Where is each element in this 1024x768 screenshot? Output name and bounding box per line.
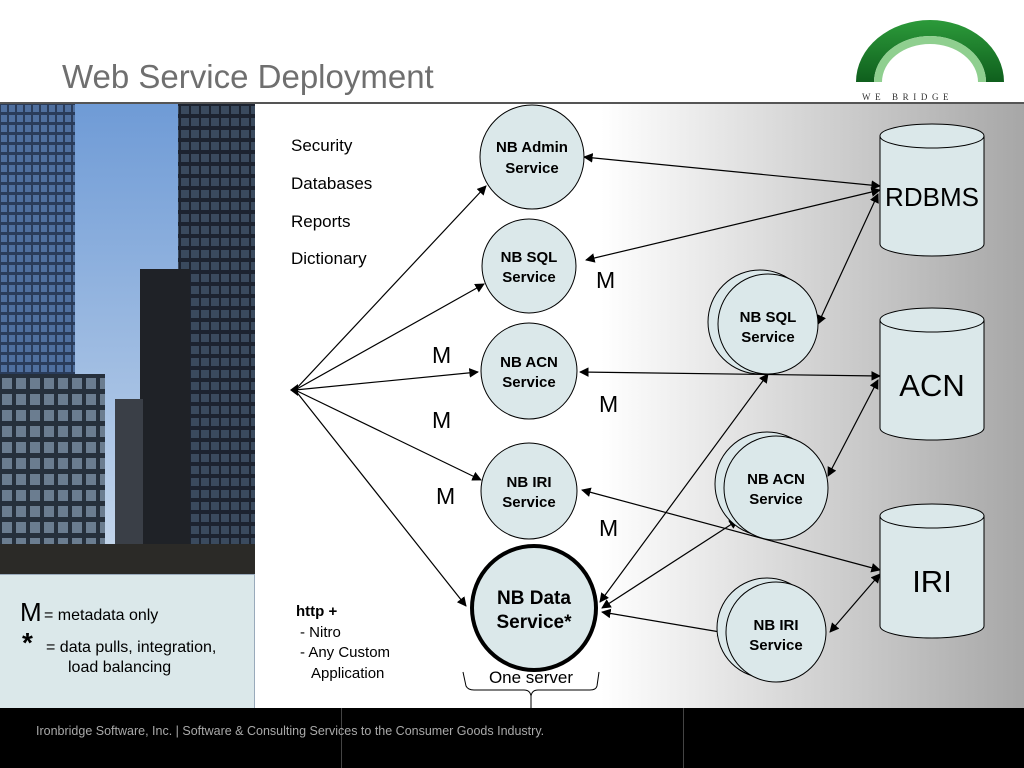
node-right-iri-line2: Service [749,637,802,654]
db-rdbms: RDBMS [879,123,985,257]
webridge-logo [856,20,1004,82]
node-sql-line2: Service [502,269,555,286]
legend-star-text-2: load balancing [68,659,172,676]
arrow-rdbms-rsql [817,193,879,325]
one-server-brace [462,671,600,708]
topic-security: Security [291,136,353,155]
node-right-iri-line1: NB IRI [754,617,799,634]
arrow-data-riri [601,608,727,637]
footer-text: Ironbridge Software, Inc. | Software & C… [36,724,545,738]
m-label-acn: M [599,391,618,417]
node-right-acn-line1: NB ACN [747,471,805,488]
arrow-racn-acn [827,379,879,477]
node-right-acn-service: NB ACN Service [714,431,829,541]
db-acn-label: ACN [899,368,964,403]
arrow-hub-acn [294,368,479,391]
node-right-iri-service: NB IRI Service [716,577,827,683]
node-admin-service: NB Admin Service [479,104,585,210]
legend-star-text: = data pulls, integration, [46,639,217,656]
m-label-hub-iri: M [436,483,455,509]
node-right-sql-service: NB SQL Service [707,269,819,375]
footer-divider-2 [683,708,684,768]
arrow-admin-rdbms [583,153,881,190]
node-right-sql-line2: Service [741,329,794,346]
db-iri-label: IRI [912,564,952,599]
topic-databases: Databases [291,174,372,193]
node-right-acn-line2: Service [749,491,802,508]
city-photo [0,104,255,574]
node-admin-line2: Service [505,160,558,177]
arrow-riri-iri [829,573,881,633]
node-data-line1: NB Data [497,588,571,609]
page-title: Web Service Deployment [62,58,434,95]
http-title: http + [296,603,337,620]
arrow-hub-data [294,389,467,607]
legend-m-text: = metadata only [44,607,159,624]
footer-divider-1 [341,708,342,768]
node-right-sql-line1: NB SQL [740,309,797,326]
m-label-hub-acn: M [432,342,451,368]
node-iri-line2: Service [502,494,555,511]
db-rdbms-label: RDBMS [885,182,979,212]
topic-reports: Reports [291,212,351,231]
node-sql-line1: NB SQL [501,249,558,266]
title-divider [0,102,1024,104]
node-iri-line1: NB IRI [507,474,552,491]
arrow-data-racn [601,519,739,609]
node-iri-service: NB IRI Service [480,442,578,540]
m-label-iri: M [599,515,618,541]
footer-bar: Ironbridge Software, Inc. | Software & C… [0,708,1024,768]
topic-dictionary: Dictionary [291,249,367,268]
node-acn-line1: NB ACN [500,354,558,371]
db-acn: ACN [879,307,985,441]
http-item-application: Application [311,665,384,682]
http-item-custom: - Any Custom [300,644,390,661]
hub-point [290,384,298,396]
node-acn-service: NB ACN Service [480,322,578,420]
legend-star-symbol: * [22,627,33,658]
legend-box: M = metadata only * = data pulls, integr… [0,574,255,709]
arrow-hub-iri [294,389,482,481]
node-acn-line2: Service [502,374,555,391]
node-admin-line1: NB Admin [496,139,568,156]
node-data-service: NB Data Service* [470,544,598,672]
arrow-hub-admin [294,185,487,391]
one-server-label: One server [489,668,573,687]
db-iri: IRI [879,503,985,639]
http-item-nitro: - Nitro [300,624,341,641]
arrow-hub-sql [294,283,485,391]
legend-m-symbol: M [20,597,42,627]
m-label-sql: M [596,267,615,293]
node-sql-service: NB SQL Service [481,218,577,314]
node-data-line2: Service* [496,612,572,633]
m-label-hub-mid: M [432,407,451,433]
deployment-diagram: Security Databases Reports Dictionary NB… [255,104,1024,708]
